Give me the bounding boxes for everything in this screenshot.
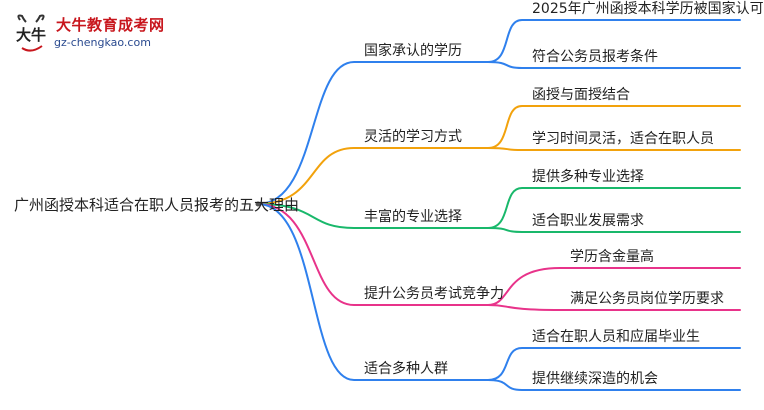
leaf-label-3-2: 适合职业发展需求: [532, 213, 644, 229]
branch-label-5: 适合多种人群: [364, 361, 448, 377]
site-logo[interactable]: 大牛 大牛教育成考网 gz-chengkao.com: [14, 12, 214, 56]
leaf-label-5-1: 适合在职人员和应届毕业生: [532, 329, 700, 345]
branch-connector-1: [257, 61, 489, 205]
leaf-connector-1-2: [487, 61, 741, 69]
branch-connector-3: [257, 203, 489, 229]
branch-label-1: 国家承认的学历: [364, 43, 462, 59]
leaf-label-1-1: 2025年广州函授本科学历被国家认可: [532, 1, 764, 17]
leaf-connector-1-1: [487, 19, 741, 63]
mascot-glyph: 大牛: [16, 26, 46, 44]
root-topic: 广州函授本科适合在职人员报考的五大理由: [14, 196, 300, 214]
branch-label-3: 丰富的专业选择: [364, 209, 462, 225]
leaf-label-4-1: 学历含金量高: [570, 249, 654, 265]
leaf-label-3-1: 提供多种专业选择: [532, 169, 644, 185]
branch-label-4: 提升公务员考试竞争力: [364, 286, 504, 302]
branch-connector-2: [257, 147, 489, 205]
leaf-connector-5-1: [487, 347, 741, 381]
leaf-connector-3-1: [487, 187, 741, 229]
leaf-label-5-2: 提供继续深造的机会: [532, 371, 658, 387]
leaf-connector-5-2: [487, 379, 741, 391]
branch-connector-4: [257, 203, 489, 306]
branch-label-2: 灵活的学习方式: [364, 129, 462, 145]
branch-connector-5: [257, 203, 489, 381]
leaf-connector-3-2: [487, 227, 741, 233]
logo-title: 大牛教育成考网: [56, 16, 165, 34]
leaf-label-2-1: 函授与面授结合: [532, 87, 630, 103]
root-node-dot: [255, 201, 261, 207]
leaf-connector-4-2: [487, 304, 741, 311]
leaf-connector-2-1: [487, 105, 741, 149]
bull-mascot-icon: 大牛: [16, 14, 46, 52]
leaf-connector-2-2: [487, 147, 741, 151]
logo-url: gz-chengkao.com: [54, 36, 151, 49]
leaf-connector-4-1: [487, 267, 741, 306]
leaf-label-2-2: 学习时间灵活，适合在职人员: [532, 131, 714, 147]
leaf-label-1-2: 符合公务员报考条件: [532, 49, 658, 65]
leaf-label-4-2: 满足公务员岗位学历要求: [570, 291, 724, 307]
